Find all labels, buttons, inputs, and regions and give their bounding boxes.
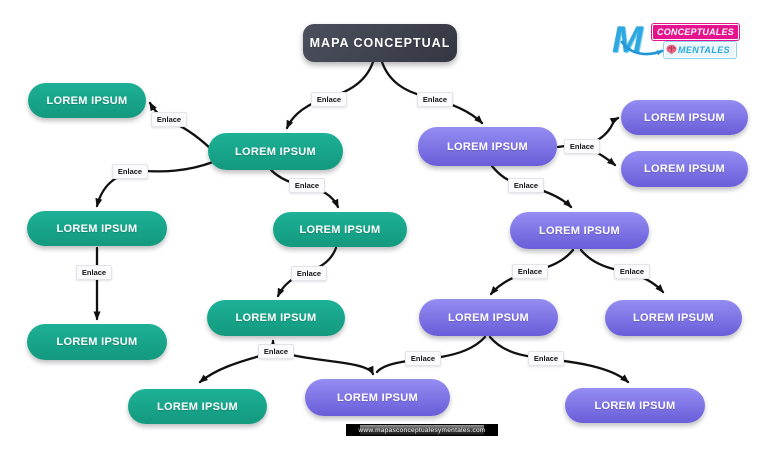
link-label-g-upper-g-left-mid: Enlace [112,164,148,179]
node-p-middle: LOREM IPSUM [510,212,649,249]
arrow-enlace-to-p-right-top [592,116,620,144]
link-label-g-upper-g-top-left: Enlace [151,112,187,127]
link-label-p-upper-right-pair: Enlace [564,139,600,154]
title-node: MAPA CONCEPTUAL [303,24,457,62]
arrow-p-upper-enlace-stub [556,144,567,149]
brand-word-mentales: MENTALES [664,42,737,58]
link-label-p-lower-left-bottom-center: Enlace [405,351,441,366]
link-label-title-p-upper: Enlace [417,92,453,107]
node-g-mid-lower: LOREM IPSUM [207,300,345,336]
node-p-lower-right: LOREM IPSUM [605,300,742,336]
node-p-bottom-right: LOREM IPSUM [565,388,705,423]
link-label-p-upper-p-middle: Enlace [508,178,544,193]
link-label-p-lower-left-bottom-right: Enlace [528,351,564,366]
link-label-g-upper-g-mid: Enlace [289,178,325,193]
link-label-junction: Enlace [258,344,294,359]
brain-icon [666,44,677,55]
brand-logo: M CONCEPTUALES MENTALES [612,19,760,66]
brand-word-conceptuales: CONCEPTUALES [652,24,739,40]
node-p-upper: LOREM IPSUM [418,127,557,166]
link-label-g-left-column: Enlace [76,265,112,280]
arrow-junction-to-g-bottom-left [198,354,262,384]
brand-arrow-icon [620,40,664,56]
link-label-g-mid-g-mid-lower: Enlace [291,266,327,281]
link-label-p-middle-lower-left: Enlace [512,264,548,279]
link-label-title-g-upper: Enlace [311,92,347,107]
node-p-bottom-center: LOREM IPSUM [305,379,450,416]
watermark-banner: www.mapasconceptualesymentales.com [346,424,498,436]
node-g-top-left: LOREM IPSUM [28,83,146,118]
node-p-lower-left: LOREM IPSUM [419,299,558,336]
node-p-right-top: LOREM IPSUM [621,100,748,135]
link-label-p-middle-lower-right: Enlace [614,264,650,279]
node-g-left-lower: LOREM IPSUM [27,324,167,360]
node-g-bottom-left: LOREM IPSUM [128,389,267,424]
node-g-upper: LOREM IPSUM [208,133,343,170]
node-p-right-bottom: LOREM IPSUM [621,151,748,187]
arrow-junction-to-p-bottom-center [290,353,375,376]
node-g-left-mid: LOREM IPSUM [27,211,167,246]
node-g-mid: LOREM IPSUM [273,212,407,247]
